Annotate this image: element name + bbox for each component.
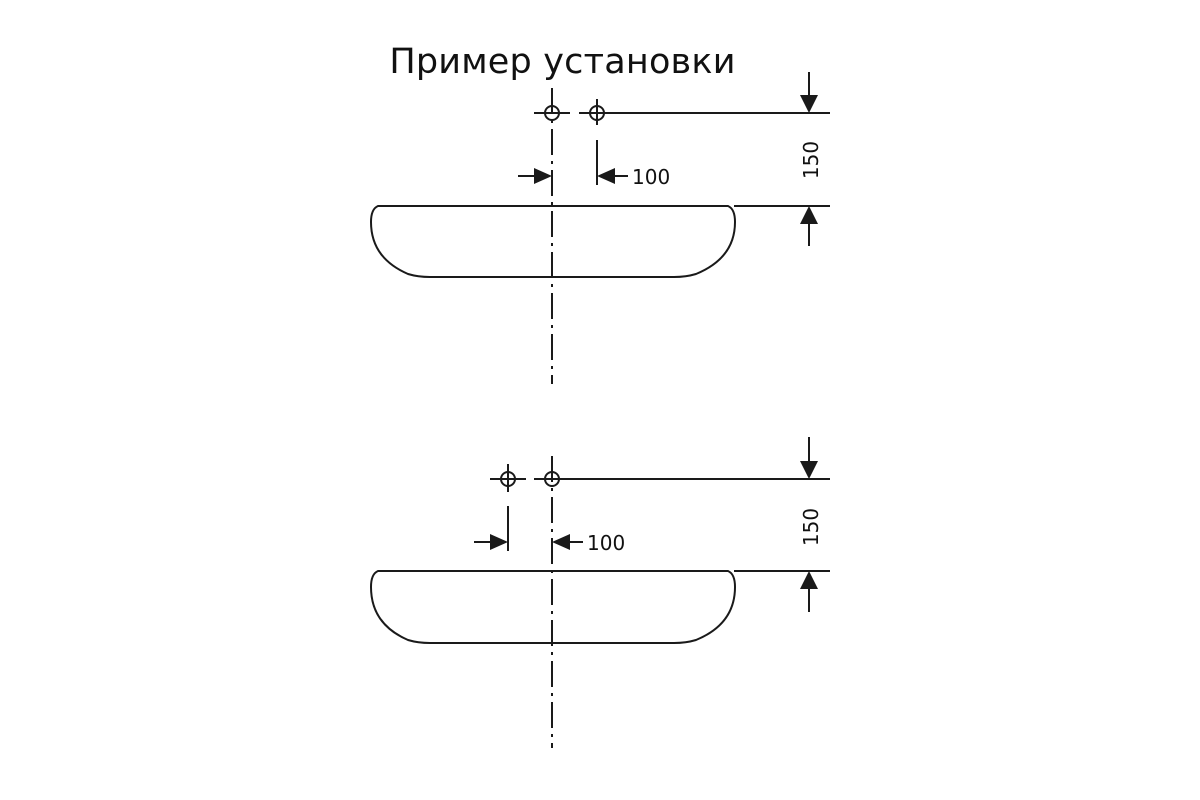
horizontal-dimension-label: 100	[632, 165, 670, 189]
horizontal-dimension: 100	[474, 506, 625, 555]
vertical-dimension: 150	[734, 72, 830, 246]
washbasin-outline	[369, 570, 737, 644]
horizontal-dimension-label: 100	[587, 531, 625, 555]
mounting-hole-2	[579, 99, 606, 125]
mounting-hole-1	[534, 105, 570, 121]
installation-diagram-1: 100 150	[369, 72, 830, 384]
mounting-hole-1	[490, 464, 526, 492]
mounting-hole-2	[534, 471, 561, 487]
vertical-dimension: 150	[734, 437, 830, 612]
washbasin-outline	[369, 205, 737, 278]
vertical-dimension-label: 150	[799, 508, 823, 546]
horizontal-dimension: 100	[518, 140, 670, 189]
diagram-title: Пример установки	[389, 42, 736, 82]
installation-diagram-2: 100 150	[369, 437, 830, 748]
vertical-dimension-label: 150	[799, 141, 823, 179]
